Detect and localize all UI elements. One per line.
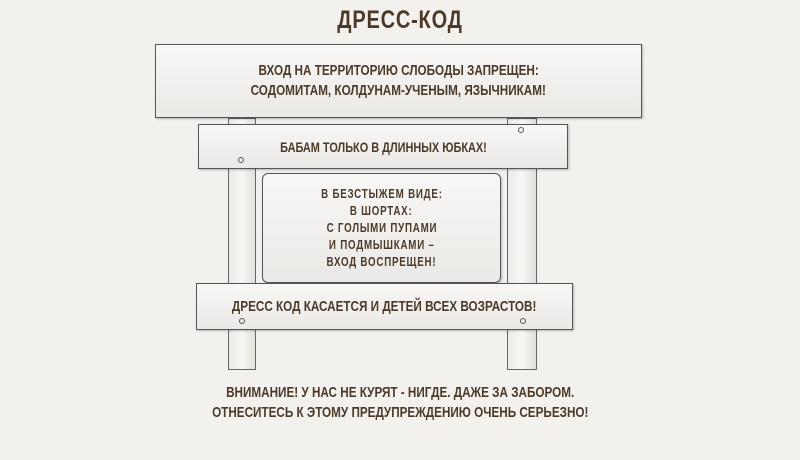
page-title: ДРЕСС-КОД [337,6,463,34]
middle-sign-line: С ГОЛЫМИ ПУПАМИ [326,220,437,235]
middle-sign-line: ВХОД ВОСПРЕЩЕН! [326,254,437,269]
footer-line-1: ВНИМАНИЕ! У НАС НЕ КУРЯТ - НИГДЕ. ДАЖЕ З… [0,384,800,401]
nail [518,127,524,133]
top-sign-line: СОДОМИТАМ, КОЛДУНАМ-УЧЕНЫМ, ЯЗЫЧНИКАМ! [250,82,547,99]
bottom-sign: ДРЕСС КОД КАСАЕТСЯ И ДЕТЕЙ ВСЕХ ВОЗРАСТО… [196,283,573,330]
middle-sign: В БЕЗСТЫЖЕМ ВИДЕ: В ШОРТАХ: С ГОЛЫМИ ПУП… [262,173,501,283]
second-sign: БАБАМ ТОЛЬКО В ДЛИННЫХ ЮБКАХ! [198,124,568,169]
top-sign-line: ВХОД НА ТЕРРИТОРИЮ СЛОБОДЫ ЗАПРЕЩЕН: [258,62,539,79]
footer-line-2: ОТНЕСИТЕСЬ К ЭТОМУ ПРЕДУПРЕЖДЕНИЮ ОЧЕНЬ … [0,404,800,421]
middle-sign-line: В ШОРТАХ: [350,203,413,218]
middle-sign-line: И ПОДМЫШКАМИ – [328,237,435,252]
footer-text: ВНИМАНИЕ! У НАС НЕ КУРЯТ - НИГДЕ. ДАЖЕ З… [225,384,575,401]
nail [520,318,526,324]
top-sign: ВХОД НА ТЕРРИТОРИЮ СЛОБОДЫ ЗАПРЕЩЕН: СОД… [155,44,642,118]
middle-sign-line: В БЕЗСТЫЖЕМ ВИДЕ: [320,186,443,201]
nail [239,318,245,324]
second-sign-text: БАБАМ ТОЛЬКО В ДЛИННЫХ ЮБКАХ! [279,138,487,155]
footer-text: ОТНЕСИТЕСЬ К ЭТОМУ ПРЕДУПРЕЖДЕНИЮ ОЧЕНЬ … [211,404,589,421]
bottom-sign-text: ДРЕСС КОД КАСАЕТСЯ И ДЕТЕЙ ВСЕХ ВОЗРАСТО… [232,298,537,315]
nail [238,157,244,163]
